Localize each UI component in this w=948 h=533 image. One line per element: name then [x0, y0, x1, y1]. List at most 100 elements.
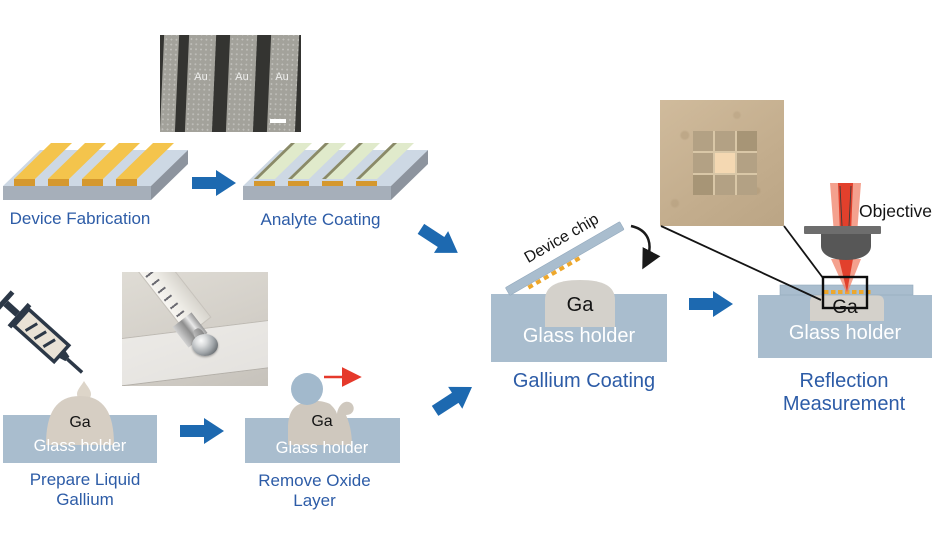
chip-pad-grid	[693, 131, 757, 195]
chip-pad	[693, 153, 713, 173]
flow-arrows	[180, 170, 733, 444]
glass-holder-label: Glass holder	[275, 439, 369, 457]
sem-au-label: Au	[275, 71, 289, 83]
device-chip-label: Device chip	[521, 210, 602, 267]
substrate-side	[151, 150, 188, 200]
device-chip-photo	[660, 100, 784, 226]
gallium-dome-dented	[288, 400, 354, 445]
syringe-plunger-rod	[3, 300, 20, 317]
chip-pad	[737, 153, 757, 173]
syringe-needle	[66, 357, 84, 374]
gold-bar-front	[48, 179, 69, 186]
gold-bar-front	[254, 181, 275, 186]
gold-bar-top	[48, 143, 106, 179]
syringe-tick	[42, 338, 56, 348]
beam-cone-core	[839, 259, 853, 292]
analyte-side	[254, 143, 295, 179]
gold-bar-front	[116, 179, 137, 186]
gold-grating-dashes	[527, 256, 581, 290]
chip-pad	[693, 131, 713, 151]
glass-holder-label: Glass holder	[33, 437, 127, 455]
syringe-tick	[24, 322, 38, 332]
gold-bars	[14, 143, 174, 186]
gallium-droplet-ball	[192, 334, 218, 356]
gold-bar-top	[116, 143, 174, 179]
dash	[558, 265, 565, 272]
gold-bar-top	[14, 143, 72, 179]
sem-image-au-gratings: Au Au Au	[160, 35, 301, 132]
dash	[574, 256, 581, 263]
syringe-plunger-cap	[0, 290, 15, 314]
beam-edge-line	[848, 185, 852, 227]
arrow-up-right-icon	[431, 386, 472, 416]
chip-pad	[737, 175, 757, 195]
beam-edge-line	[839, 185, 843, 227]
remove-oxide-figure	[245, 367, 400, 463]
device-chip-bar	[505, 221, 625, 296]
reflection-measurement-figure	[660, 183, 932, 358]
ga-label: Ga	[832, 297, 858, 318]
chip-pad	[715, 131, 735, 151]
analyte-side	[288, 143, 329, 179]
gold-bar-front	[322, 181, 343, 186]
objective-flange	[804, 226, 881, 234]
analyte-top	[288, 143, 346, 179]
dash	[859, 290, 864, 294]
gold-bar-front	[14, 179, 35, 186]
sem-au-label: Au	[235, 71, 249, 83]
gallium-dome	[545, 280, 615, 327]
syringe-flange	[7, 302, 32, 329]
ga-label: Ga	[566, 294, 594, 316]
device-fabrication-label: Device Fabrication	[9, 209, 151, 228]
analyte-side	[356, 143, 397, 179]
ga-label: Ga	[311, 413, 333, 430]
droplet-icon	[77, 381, 91, 401]
flip-down-arrow	[630, 224, 661, 270]
sem-scale-bar	[270, 119, 286, 123]
chip-pad-center	[715, 153, 735, 173]
arrow-right-icon	[689, 291, 733, 317]
syringe-nozzle	[58, 349, 70, 362]
substrate-side	[391, 150, 428, 200]
chip-pad	[737, 131, 757, 151]
dash	[838, 290, 843, 294]
chip-pad	[693, 175, 713, 195]
dash	[852, 290, 857, 294]
gold-bar-top	[82, 143, 140, 179]
analyte-top	[322, 143, 380, 179]
glass-holder-label: Glass holder	[522, 325, 636, 347]
chip-substrate	[505, 221, 625, 296]
substrate-front	[243, 186, 391, 200]
oxide-sphere	[291, 373, 323, 405]
prepare-gallium-figure	[3, 396, 157, 463]
remove-oxide-label: Remove Oxide Layer	[258, 471, 371, 510]
analyte-coating-label: Analyte Coating	[260, 210, 381, 229]
dash	[824, 290, 829, 294]
callout-line	[783, 225, 824, 279]
zoom-region-box	[821, 275, 869, 310]
prepare-gallium-label: Prepare Liquid Gallium	[29, 470, 141, 509]
sem-au-label: Au	[194, 71, 208, 83]
analyte-side	[322, 143, 363, 179]
gold-bar-front	[356, 181, 377, 186]
objective-lens	[804, 226, 881, 260]
dash	[527, 283, 534, 290]
objective-label: Objective	[859, 201, 932, 221]
substrate-front	[3, 186, 151, 200]
gallium-coating-label: Gallium Coating	[512, 370, 656, 392]
gold-bar-front	[82, 179, 103, 186]
reflection-measurement-label: Reflection Measurement	[782, 370, 906, 415]
arrow-down-right-icon	[417, 223, 458, 253]
arrow-right-icon	[192, 170, 236, 196]
analyte-top	[254, 143, 312, 179]
syringe-droplet-photo	[122, 272, 268, 386]
ga-label: Ga	[69, 414, 91, 431]
syringe-icon	[0, 290, 91, 401]
dash	[566, 260, 573, 267]
syringe-tick	[33, 330, 47, 340]
glass-holder-label: Glass holder	[788, 322, 902, 344]
analyte-coated-bars	[254, 143, 414, 186]
dash	[550, 269, 558, 276]
gallium-dome	[46, 396, 114, 445]
